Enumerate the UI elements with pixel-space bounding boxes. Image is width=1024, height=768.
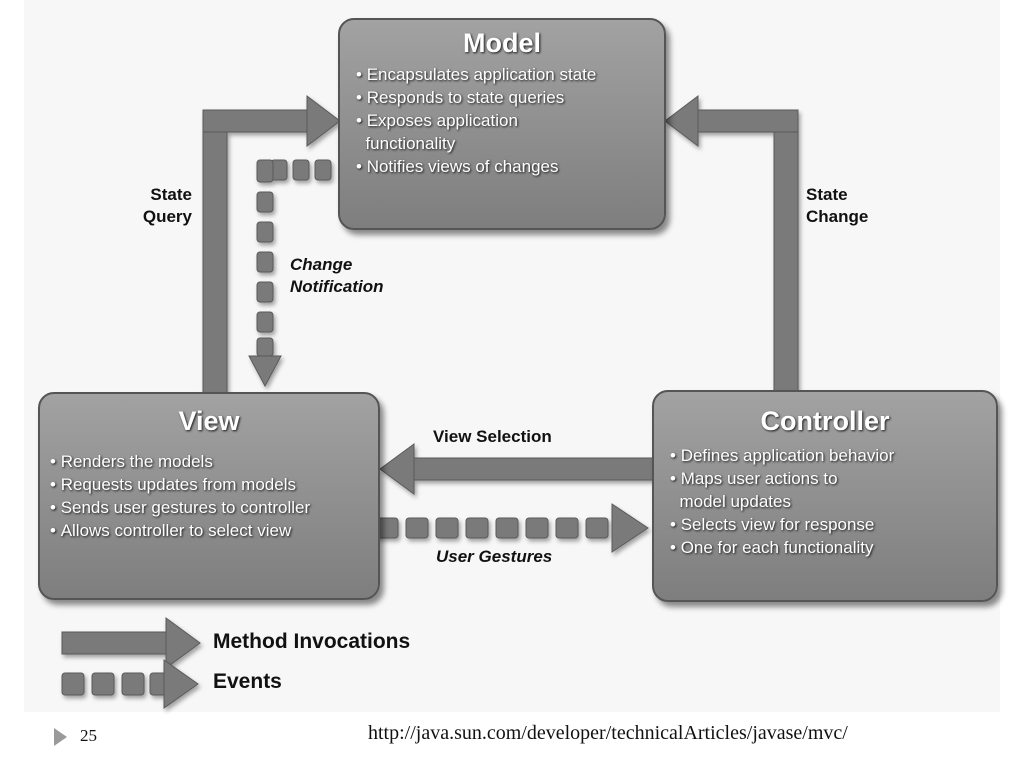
- list-item: Renders the models: [40, 450, 378, 473]
- source-url: http://java.sun.com/developer/technicalA…: [368, 722, 848, 744]
- list-item: Exposes application: [346, 109, 664, 132]
- change-notification-label-line-1: Change: [290, 255, 353, 274]
- change-notification-label-line-2: Notification: [290, 277, 384, 296]
- state-query-label-line-2: Query: [142, 207, 192, 226]
- legend-events: Events: [213, 670, 282, 693]
- view-selection-arrow: [379, 443, 655, 495]
- state-query-label-line-1: State: [150, 185, 192, 204]
- user-gestures-arrow: [375, 503, 649, 553]
- controller-responsibilities: Defines application behavior Maps user a…: [660, 444, 996, 559]
- list-item: Notifies views of changes: [346, 155, 664, 178]
- list-item: One for each functionality: [660, 536, 996, 559]
- state-change-arrow: [664, 94, 799, 393]
- view-box: View Renders the models Requests updates…: [38, 392, 380, 600]
- user-gestures-label: User Gestures: [436, 547, 553, 566]
- state-change-label: State Change: [806, 184, 868, 228]
- state-change-label-line-2: Change: [806, 207, 869, 226]
- view-title: View: [178, 406, 240, 436]
- legend-method-invocations: Method Invocations: [213, 630, 411, 653]
- view-responsibilities: Renders the models Requests updates from…: [40, 450, 378, 542]
- list-item-continuation: functionality: [365, 134, 456, 153]
- model-responsibilities: Encapsulates application state Responds …: [346, 63, 664, 178]
- list-item: Allows controller to select view: [40, 519, 378, 542]
- state-query-label: State Query: [140, 184, 192, 228]
- list-item: Maps user actions to: [660, 467, 996, 490]
- list-item: Sends user gestures to controller: [40, 496, 378, 519]
- list-item: Requests updates from models: [40, 473, 378, 496]
- slide-marker-icon: [54, 728, 67, 746]
- list-item: Defines application behavior: [660, 444, 996, 467]
- list-item: Selects view for response: [660, 513, 996, 536]
- change-notification-arrow: [248, 159, 332, 388]
- list-item: Encapsulates application state: [346, 63, 664, 86]
- list-item-continuation: model updates: [679, 492, 791, 511]
- model-title: Model: [463, 28, 541, 58]
- state-change-label-line-1: State: [806, 185, 848, 204]
- model-box: Model Encapsulates application state Res…: [338, 18, 666, 230]
- controller-box: Controller Defines application behavior …: [652, 390, 998, 602]
- state-query-arrow: [202, 94, 341, 395]
- page-number: 25: [80, 726, 97, 745]
- change-notification-label: Change Notification: [290, 254, 384, 298]
- controller-title: Controller: [760, 406, 890, 436]
- list-item: Responds to state queries: [346, 86, 664, 109]
- view-selection-label: View Selection: [433, 427, 552, 446]
- legend-solid-arrow-icon: [61, 617, 201, 669]
- legend-dashed-arrow-icon: [61, 659, 199, 709]
